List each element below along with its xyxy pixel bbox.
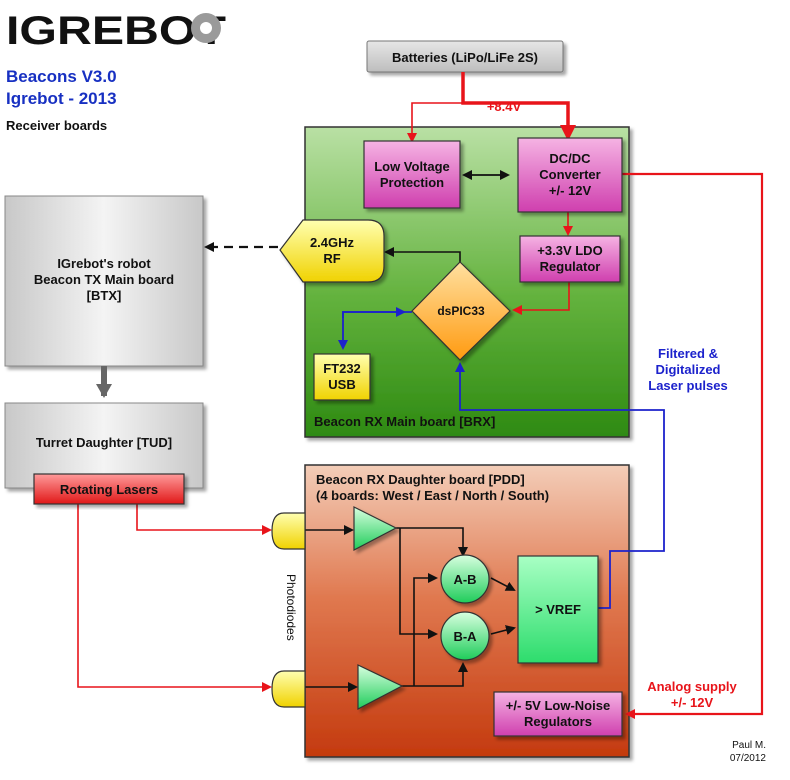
ft232-usb-box — [313, 353, 371, 401]
rf-line2: RF — [323, 251, 340, 266]
ba-label: B-A — [453, 629, 477, 644]
ba-to-vref-wire — [490, 625, 516, 635]
photodiode-b — [271, 670, 306, 708]
regulators-line1: +/- 5V Low-Noise — [506, 698, 610, 713]
analog-supply-line2: +/- 12V — [671, 695, 714, 710]
low-noise-regulators-box — [493, 691, 623, 737]
tx-main-line2: Beacon TX Main board — [34, 272, 174, 287]
author-name: Paul M. — [732, 740, 766, 751]
amplifier-b-triangle — [357, 664, 404, 710]
dcdc-line1: DC/DC — [549, 151, 591, 166]
rx-main-board-label: Beacon RX Main board [BRX] — [314, 414, 495, 429]
laser-to-photodiode-b-wire — [77, 504, 272, 692]
amp-a-to-ba-wire — [399, 528, 438, 639]
ft232-line2: USB — [328, 377, 355, 392]
subtractor-ab — [440, 554, 490, 604]
tx-main-line3: [BTX] — [87, 288, 122, 303]
filtered-line3: Laser pulses — [648, 378, 728, 393]
igrebot-logo: IGREBOT — [6, 9, 226, 53]
battery-to-dcdc-wire — [461, 72, 576, 141]
battery-to-lvp-wire — [407, 102, 463, 143]
ab-label: A-B — [453, 572, 476, 587]
ldo-to-mcu-wire — [512, 282, 570, 315]
rf-line1: 2.4GHz — [310, 235, 355, 250]
gear-icon — [191, 13, 221, 43]
amp-a-to-ab-wire — [396, 527, 468, 557]
laser-to-photodiode-a-wire — [136, 504, 272, 535]
signal-wires — [96, 170, 516, 692]
amp-b-to-ba-wire — [400, 662, 468, 687]
dcdc-line2: Converter — [539, 167, 600, 182]
amplifier-a-triangle — [353, 506, 398, 551]
ft232-to-mcu-wire — [342, 307, 406, 318]
vref-comparator-box — [517, 555, 599, 664]
lvp-line1: Low Voltage — [374, 159, 450, 174]
regulators-line2: Regulators — [524, 714, 592, 729]
blue-wires — [338, 307, 665, 609]
analog-supply-line1: Analog supply — [647, 679, 737, 694]
batteries-label: Batteries (LiPo/LiFe 2S) — [392, 50, 538, 65]
subtractor-ba — [440, 611, 490, 661]
ft232-line1: FT232 — [323, 361, 361, 376]
lasers-label: Rotating Lasers — [60, 482, 158, 497]
ab-to-vref-wire — [490, 577, 516, 591]
tx-main-board — [4, 195, 204, 367]
batteries-box — [366, 40, 564, 73]
logo-text: IGREBOT — [6, 9, 226, 53]
photodiodes-label: Photodiodes — [284, 574, 298, 641]
mcu-label: dsPIC33 — [437, 304, 485, 318]
photodiode-a — [271, 512, 306, 550]
rf-module-shape — [279, 219, 385, 283]
rx-daughter-title-line1: Beacon RX Daughter board [PDD] — [316, 472, 525, 487]
low-voltage-protection-box — [363, 140, 461, 209]
ldo-line2: Regulator — [540, 259, 601, 274]
rx-daughter-title-line2: (4 boards: West / East / North / South) — [316, 488, 549, 503]
power-wires — [77, 72, 764, 719]
voltage-label: +8.4V — [487, 99, 522, 114]
dcdc-line3: +/- 12V — [549, 183, 592, 198]
page-title-line2: Igrebot - 2013 — [6, 89, 117, 108]
turret-label: Turret Daughter [TUD] — [36, 435, 172, 450]
amp-b-to-ab-wire — [413, 573, 438, 686]
page-title-line1: Beacons V3.0 — [6, 67, 117, 86]
rotating-lasers-box — [33, 473, 185, 505]
analog-supply-wire — [622, 172, 764, 719]
vref-label: > VREF — [535, 602, 581, 617]
mcu-to-rf-wire — [384, 247, 461, 262]
filtered-line1: Filtered & — [658, 346, 718, 361]
ldo-regulator-box — [519, 235, 621, 283]
vref-to-mcu-wire — [455, 362, 665, 609]
tx-main-line1: IGrebot's robot — [57, 256, 151, 271]
dcdc-converter-box — [517, 137, 623, 213]
author-date: 07/2012 — [730, 753, 767, 764]
lvp-line2: Protection — [380, 175, 444, 190]
dspic-mcu-shape — [411, 261, 511, 361]
ldo-line1: +3.3V LDO — [537, 243, 602, 258]
page-subtitle: Receiver boards — [6, 118, 107, 133]
filtered-line2: Digitalized — [655, 362, 720, 377]
